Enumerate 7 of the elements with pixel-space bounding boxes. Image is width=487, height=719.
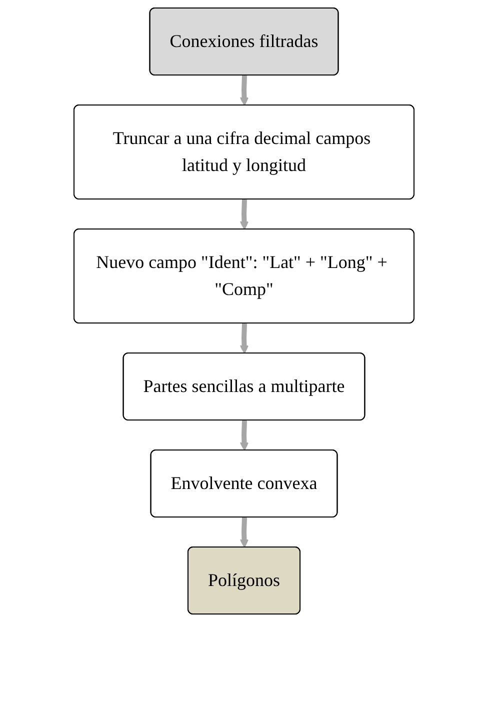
arrow [239,420,248,451]
node-text: Nuevo campo "Ident": "Lat" + "Long" + "Comp" [96,252,387,299]
arrow [239,75,248,106]
node-text: Truncar a una cifra decimal campos latitud y longitud [112,128,370,175]
arrow [239,199,248,230]
arrow [239,323,248,354]
arrow [239,517,248,548]
